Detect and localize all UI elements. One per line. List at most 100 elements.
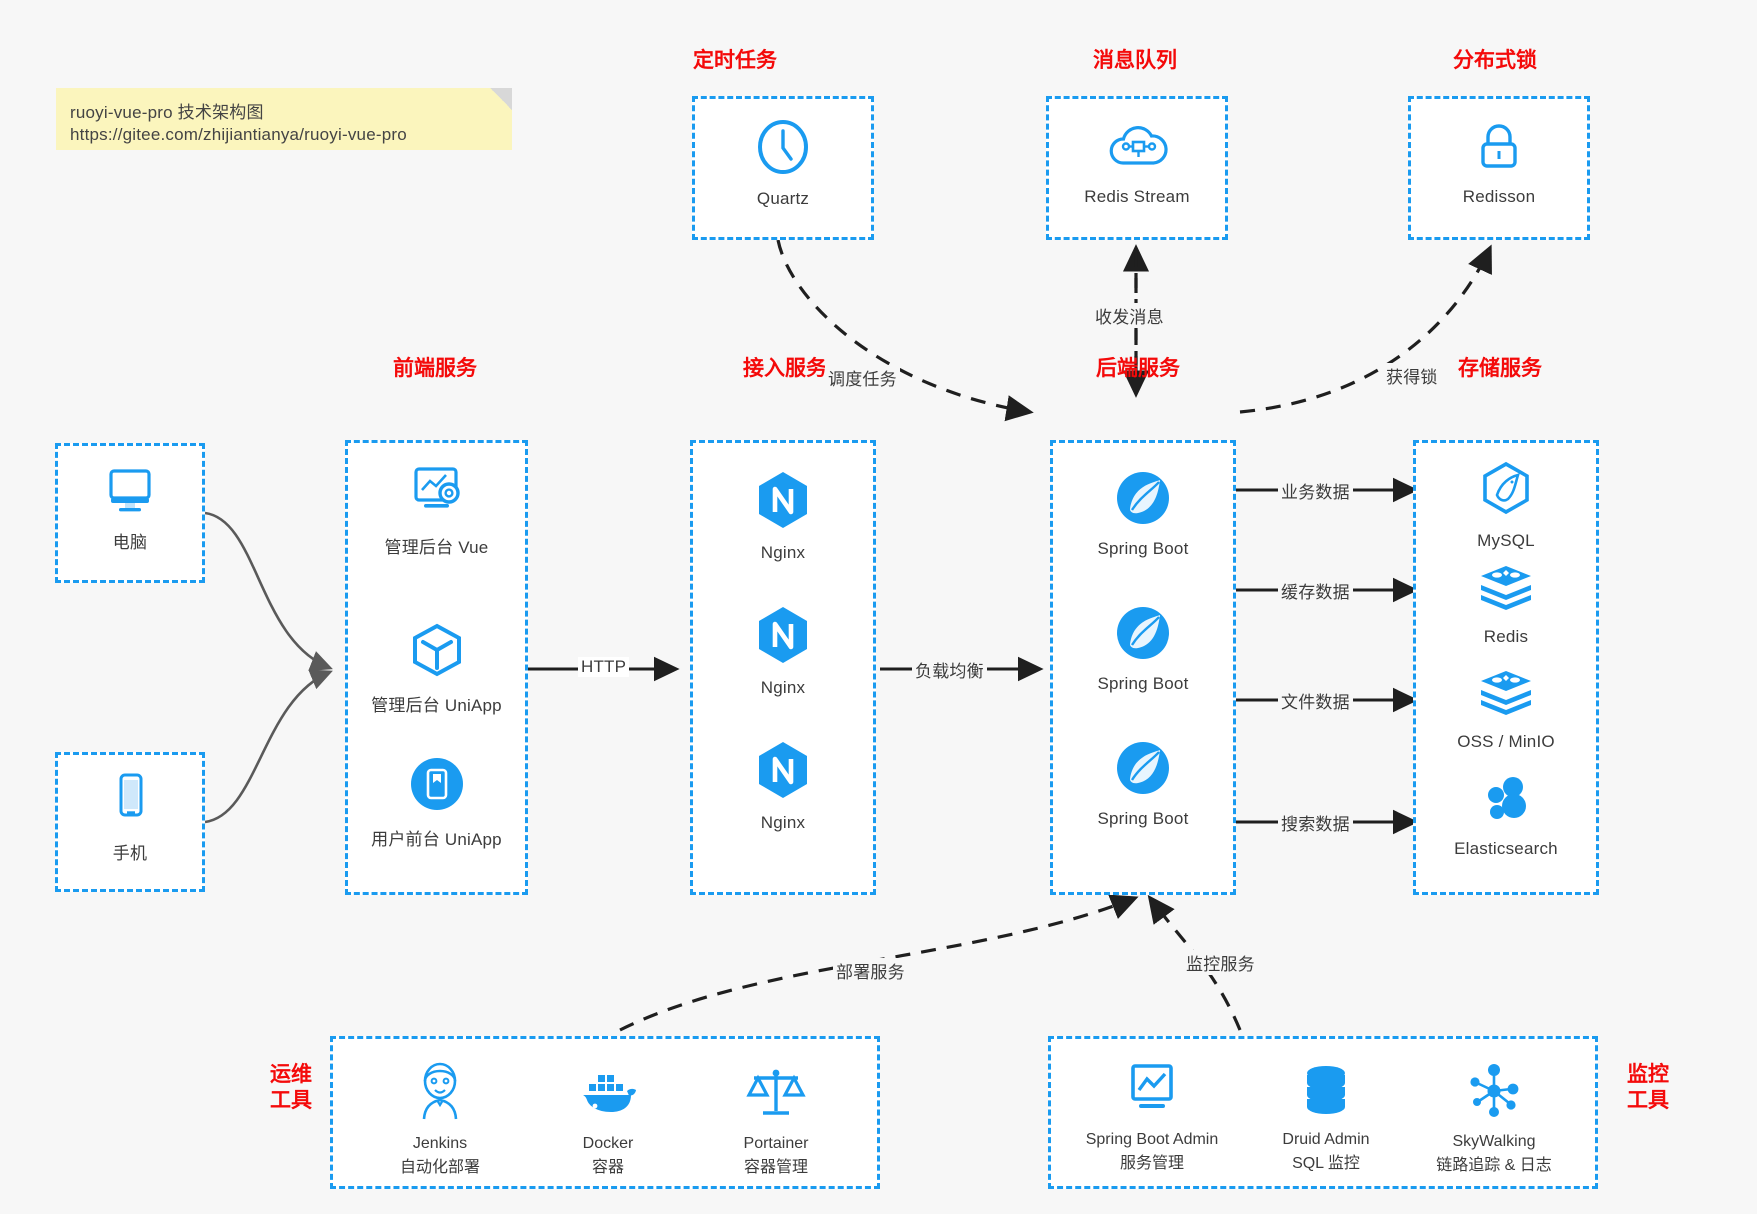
node-label: Redis bbox=[1483, 627, 1529, 646]
node-druid-admin[interactable]: Druid Admin SQL 监控 bbox=[1241, 1039, 1411, 1186]
redis-stack-icon bbox=[1416, 668, 1596, 725]
node-docker[interactable]: Docker 容器 bbox=[523, 1039, 693, 1186]
group-title-monitor: 监控 工具 bbox=[1612, 1062, 1684, 1115]
nginx-icon bbox=[693, 469, 873, 536]
mobile-app-icon bbox=[348, 755, 525, 818]
node-label: 管理后台 Vue bbox=[384, 538, 489, 557]
group-box-backend: Spring Boot Spring Boot Spring Boot bbox=[1050, 440, 1236, 895]
padlock-icon bbox=[1411, 117, 1587, 180]
node-admin-vue[interactable]: 管理后台 Vue bbox=[348, 465, 525, 558]
note-url: https://gitee.com/zhijiantianya/ruoyi-vu… bbox=[70, 125, 407, 144]
node-label: 手机 bbox=[112, 844, 148, 863]
group-title-backend: 后端服务 bbox=[1096, 357, 1180, 380]
group-box-lock: Redisson bbox=[1408, 96, 1590, 240]
node-label: Elasticsearch bbox=[1454, 839, 1558, 858]
group-title-devops-line1: 运维 bbox=[270, 1063, 312, 1086]
node-sublabel: 服务管理 bbox=[1119, 1155, 1184, 1172]
edge-label-deploy-service: 部署服务 bbox=[833, 958, 908, 983]
node-mysql[interactable]: MySQL bbox=[1416, 461, 1596, 551]
node-label: SkyWalking bbox=[1452, 1133, 1536, 1150]
edge-label-monitor-service: 监控服务 bbox=[1183, 950, 1258, 975]
edge-label-send-receive-message: 收发消息 bbox=[1092, 303, 1167, 328]
cloud-stream-icon bbox=[1049, 117, 1225, 180]
database-icon bbox=[1241, 1061, 1411, 1124]
chart-monitor-icon bbox=[1067, 1061, 1237, 1124]
node-label: Jenkins bbox=[412, 1135, 468, 1152]
group-title-storage: 存储服务 bbox=[1458, 357, 1542, 380]
group-box-mq: Redis Stream bbox=[1046, 96, 1228, 240]
group-box-computer: 电脑 bbox=[55, 443, 205, 583]
edge-label-cache-data: 缓存数据 bbox=[1278, 578, 1353, 603]
node-label: 电脑 bbox=[112, 533, 148, 552]
group-title-devops: 运维 工具 bbox=[255, 1062, 327, 1115]
node-label: Nginx bbox=[760, 678, 806, 697]
node-admin-uniapp[interactable]: 管理后台 UniApp bbox=[348, 621, 525, 716]
group-title-frontend: 前端服务 bbox=[393, 357, 477, 380]
jenkins-butler-icon bbox=[355, 1061, 525, 1128]
group-box-monitor: Spring Boot Admin 服务管理 Druid Admin SQL 监… bbox=[1048, 1036, 1598, 1189]
node-sublabel: 链路追踪 & 日志 bbox=[1436, 1157, 1552, 1174]
node-spring-boot-admin[interactable]: Spring Boot Admin 服务管理 bbox=[1067, 1039, 1237, 1186]
scales-icon bbox=[691, 1061, 861, 1128]
node-oss-minio[interactable]: OSS / MinIO bbox=[1416, 668, 1596, 752]
group-box-gateway: Nginx Nginx Nginx bbox=[690, 440, 876, 895]
node-nginx-3[interactable]: Nginx bbox=[693, 739, 873, 833]
node-redis-stream[interactable]: Redis Stream bbox=[1049, 117, 1225, 207]
group-title-lock: 分布式锁 bbox=[1453, 49, 1537, 72]
node-label: Nginx bbox=[760, 813, 806, 832]
node-portainer[interactable]: Portainer 容器管理 bbox=[691, 1039, 861, 1186]
redis-stack-icon bbox=[1416, 563, 1596, 620]
node-spring-boot-2[interactable]: Spring Boot bbox=[1053, 604, 1233, 694]
node-label: OSS / MinIO bbox=[1457, 732, 1555, 751]
group-title-monitor-line2: 工具 bbox=[1627, 1089, 1669, 1113]
group-title-mq: 消息队列 bbox=[1093, 49, 1177, 72]
node-skywalking[interactable]: SkyWalking 链路追踪 & 日志 bbox=[1409, 1039, 1579, 1186]
docker-whale-icon bbox=[523, 1061, 693, 1128]
node-redis[interactable]: Redis bbox=[1416, 563, 1596, 647]
spring-leaf-icon bbox=[1053, 739, 1233, 802]
mysql-dolphin-icon bbox=[1416, 461, 1596, 524]
edge-label-schedule-task: 调度任务 bbox=[825, 365, 900, 390]
node-nginx-2[interactable]: Nginx bbox=[693, 604, 873, 698]
network-nodes-icon bbox=[1409, 1061, 1579, 1126]
node-computer[interactable]: 电脑 bbox=[58, 464, 202, 553]
edge-label-acquire-lock: 获得锁 bbox=[1383, 363, 1441, 388]
node-elasticsearch[interactable]: Elasticsearch bbox=[1416, 773, 1596, 859]
group-title-scheduler: 定时任务 bbox=[693, 49, 777, 72]
node-label: 用户前台 UniApp bbox=[371, 830, 502, 849]
group-box-scheduler: Quartz bbox=[692, 96, 874, 240]
smartphone-icon bbox=[58, 771, 202, 832]
edge-label-file-data: 文件数据 bbox=[1278, 688, 1353, 713]
group-title-monitor-line1: 监控 bbox=[1627, 1063, 1669, 1086]
node-user-uniapp[interactable]: 用户前台 UniApp bbox=[348, 755, 525, 850]
node-redisson[interactable]: Redisson bbox=[1411, 117, 1587, 207]
nginx-icon bbox=[693, 604, 873, 671]
group-box-phone: 手机 bbox=[55, 752, 205, 892]
nginx-icon bbox=[693, 739, 873, 806]
node-label: Nginx bbox=[760, 543, 806, 562]
clock-icon bbox=[695, 117, 871, 182]
node-label: Spring Boot Admin bbox=[1085, 1131, 1219, 1148]
edge-label-business-data: 业务数据 bbox=[1278, 478, 1353, 503]
elasticsearch-icon bbox=[1416, 773, 1596, 832]
group-box-devops: Jenkins 自动化部署 bbox=[330, 1036, 880, 1189]
node-quartz[interactable]: Quartz bbox=[695, 117, 871, 209]
node-label: Spring Boot bbox=[1097, 809, 1189, 828]
node-label: Quartz bbox=[756, 189, 810, 208]
node-phone[interactable]: 手机 bbox=[58, 771, 202, 864]
node-sublabel: SQL 监控 bbox=[1292, 1155, 1360, 1172]
node-sublabel: 自动化部署 bbox=[399, 1159, 480, 1176]
node-label: Druid Admin bbox=[1282, 1131, 1370, 1148]
node-spring-boot-1[interactable]: Spring Boot bbox=[1053, 469, 1233, 559]
node-sublabel: 容器 bbox=[591, 1159, 624, 1176]
node-nginx-1[interactable]: Nginx bbox=[693, 469, 873, 563]
node-label: Spring Boot bbox=[1097, 539, 1189, 558]
diagram-note: ruoyi-vue-pro 技术架构图 https://gitee.com/zh… bbox=[56, 88, 512, 150]
node-jenkins[interactable]: Jenkins 自动化部署 bbox=[355, 1039, 525, 1186]
edge-label-load-balance: 负载均衡 bbox=[912, 657, 987, 682]
edge-label-search-data: 搜索数据 bbox=[1278, 810, 1353, 835]
group-title-devops-line2: 工具 bbox=[270, 1089, 312, 1113]
node-spring-boot-3[interactable]: Spring Boot bbox=[1053, 739, 1233, 829]
dashboard-gear-icon bbox=[348, 465, 525, 526]
